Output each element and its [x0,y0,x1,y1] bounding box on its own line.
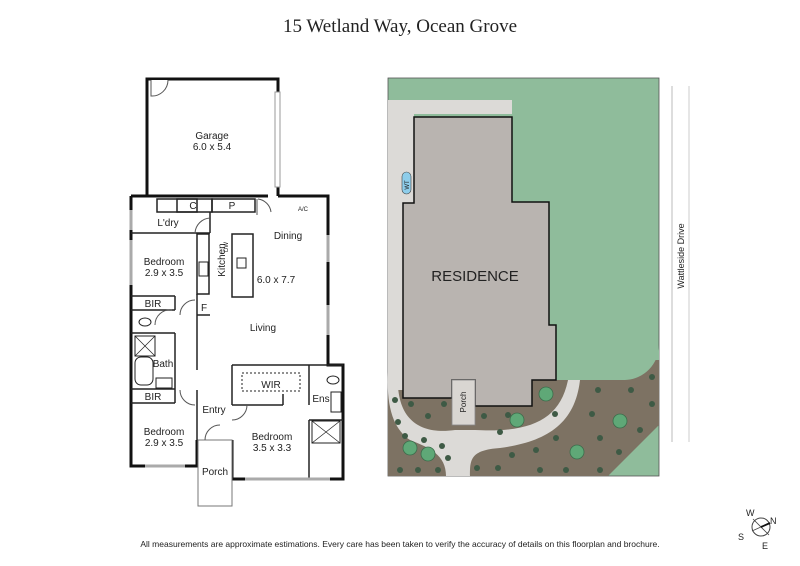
site-plan [387,77,690,477]
garage-label: Garage [195,131,229,142]
bedroom2-size: 2.9 x 3.5 [145,268,184,279]
living-label: Living [250,323,276,334]
bedroom3-label: Bedroom [144,427,185,438]
shrubs [402,386,628,462]
bedroom2-label: Bedroom [144,257,185,268]
master-bedroom-label: Bedroom [252,432,293,443]
bedroom3-size: 2.9 x 3.5 [145,438,184,449]
dishwasher-label: DW [224,242,230,252]
compass-icon [751,517,771,537]
floor-plan [129,77,345,507]
wir-label: WIR [261,380,280,391]
cupboard-label: C [189,201,196,212]
laundry-label: L'dry [157,218,178,229]
ensuite-label: Ens [312,394,329,405]
water-tank [401,171,412,195]
interior-walls [129,198,343,481]
residence-footprint [402,116,557,407]
bir2-label: BIR [145,392,162,403]
compass-s: S [738,532,744,542]
entry-label: Entry [202,405,225,416]
master-bedroom-size: 3.5 x 3.3 [253,443,292,454]
garage-size: 6.0 x 5.4 [193,142,232,153]
street-label: Wattleside Drive [676,223,686,288]
property-address-title: 15 Wetland Way, Ocean Grove [282,16,517,37]
curved-path [387,372,580,476]
living-size: 6.0 x 7.7 [257,275,296,286]
compass-n: N [770,516,777,526]
ac-label: A/C [298,207,309,213]
plants [392,374,655,473]
compass-e: E [762,541,768,551]
dining-label: Dining [274,231,302,242]
compass-w: W [746,508,755,518]
porch-label: Porch [202,467,228,478]
side-path [388,100,512,114]
disclaimer-text: All measurements are approximate estimat… [140,539,660,549]
pantry-label: P [229,201,236,212]
bath-label: Bath [153,359,174,370]
fridge-label: F [201,303,207,314]
bir1-label: BIR [145,299,162,310]
site-porch-label: Porch [459,392,468,413]
site-porch [451,379,476,426]
water-tank-label: WT [405,180,411,190]
residence-label: RESIDENCE [431,268,519,285]
kitchen-label: Kitchen [217,243,228,276]
